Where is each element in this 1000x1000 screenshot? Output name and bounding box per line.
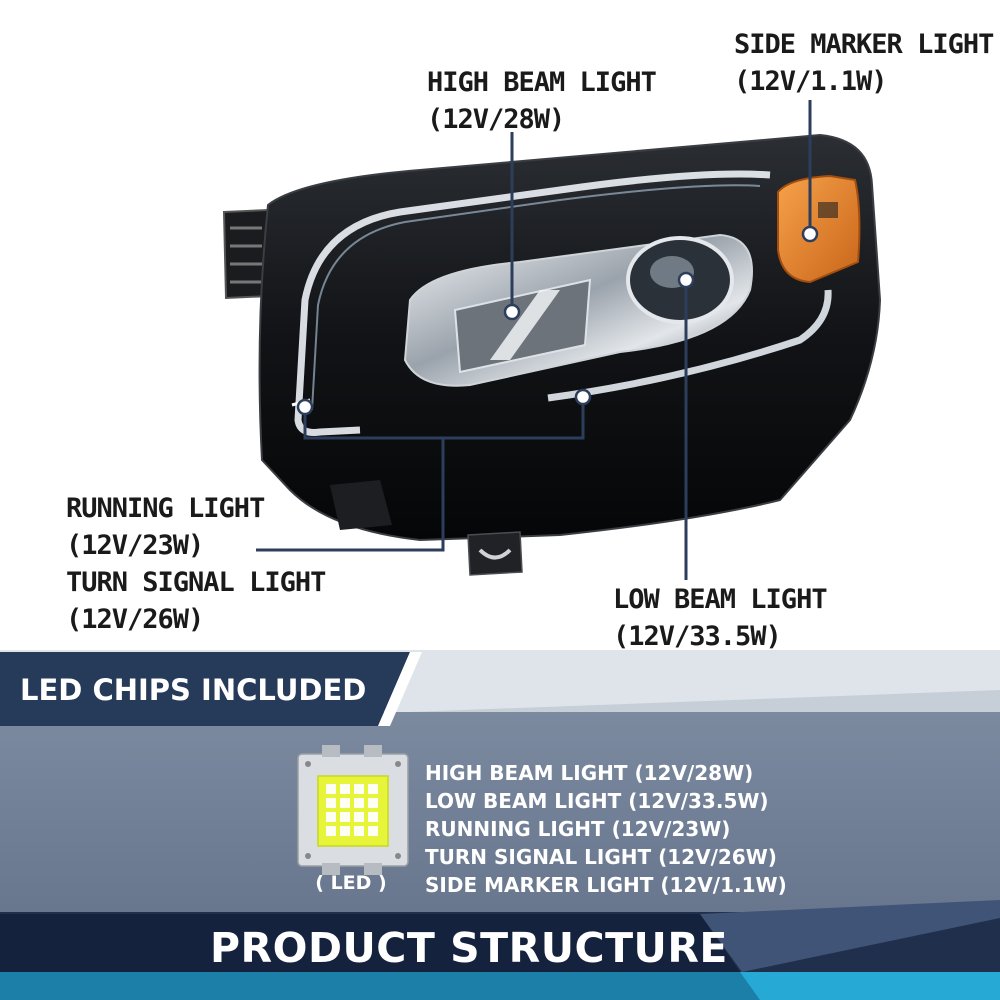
leader-lines	[256, 100, 812, 580]
spec-item: LOW BEAM LIGHT (12V/33.5W)	[425, 789, 769, 813]
callout-side-marker: SIDE MARKER LIGHT (12V/1.1W)	[734, 26, 994, 100]
spec-item: SIDE MARKER LIGHT (12V/1.1W)	[425, 873, 787, 897]
callout-side-marker-spec: (12V/1.1W)	[734, 66, 888, 97]
callout-high-beam-name: HIGH BEAM LIGHT	[427, 67, 657, 98]
callout-high-beam: HIGH BEAM LIGHT (12V/28W)	[427, 64, 657, 138]
callout-turn-spec: (12V/26W)	[66, 604, 204, 635]
steel-panel-highlight	[410, 690, 1000, 712]
drl-lower-bar	[547, 289, 832, 402]
endpoint-side-marker	[801, 225, 819, 243]
callout-low-beam: LOW BEAM LIGHT (12V/33.5W)	[613, 581, 828, 655]
drl-light-guide	[294, 170, 771, 436]
headlight-lower-bracket	[330, 480, 392, 530]
callout-high-beam-spec: (12V/28W)	[427, 104, 565, 135]
endpoint-high-beam	[503, 303, 521, 321]
footer-banner	[0, 914, 740, 972]
footer-cyan-dark	[0, 972, 760, 1000]
led-chip-graphic	[297, 745, 409, 875]
spec-item: TURN SIGNAL LIGHT (12V/26W)	[425, 845, 777, 869]
endpoint-turn-signal	[574, 388, 592, 406]
spec-item: RUNNING LIGHT (12V/23W)	[425, 817, 731, 841]
led-chip-caption: ( LED )	[315, 872, 387, 894]
callout-side-marker-name: SIDE MARKER LIGHT	[734, 29, 994, 60]
banner-accent	[378, 652, 422, 726]
callout-running-turn: RUNNING LIGHT (12V/23W) TURN SIGNAL LIGH…	[66, 490, 326, 638]
callout-low-beam-name: LOW BEAM LIGHT	[613, 584, 828, 615]
callout-low-beam-spec: (12V/33.5W)	[613, 621, 782, 652]
navy-banner-background	[0, 652, 410, 726]
led-section-heading: LED CHIPS INCLUDED	[20, 673, 367, 707]
footer-title: PRODUCT STRUCTURE	[210, 924, 728, 972]
footer-accent-stripe	[700, 900, 1000, 972]
headlight-bottom-clip	[467, 531, 523, 576]
endpoint-running-light	[296, 398, 314, 416]
led-spec-list: HIGH BEAM LIGHT (12V/28W) LOW BEAM LIGHT…	[425, 759, 787, 899]
side-marker-lens	[777, 174, 861, 284]
callout-turn-name: TURN SIGNAL LIGHT	[66, 567, 326, 598]
spec-item: HIGH BEAM LIGHT (12V/28W)	[425, 761, 754, 785]
callout-running-spec: (12V/23W)	[66, 530, 204, 561]
endpoint-low-beam	[677, 271, 695, 289]
leader-endpoints	[296, 225, 819, 416]
leader-running-turn	[256, 400, 585, 552]
callout-running-name: RUNNING LIGHT	[66, 493, 265, 524]
